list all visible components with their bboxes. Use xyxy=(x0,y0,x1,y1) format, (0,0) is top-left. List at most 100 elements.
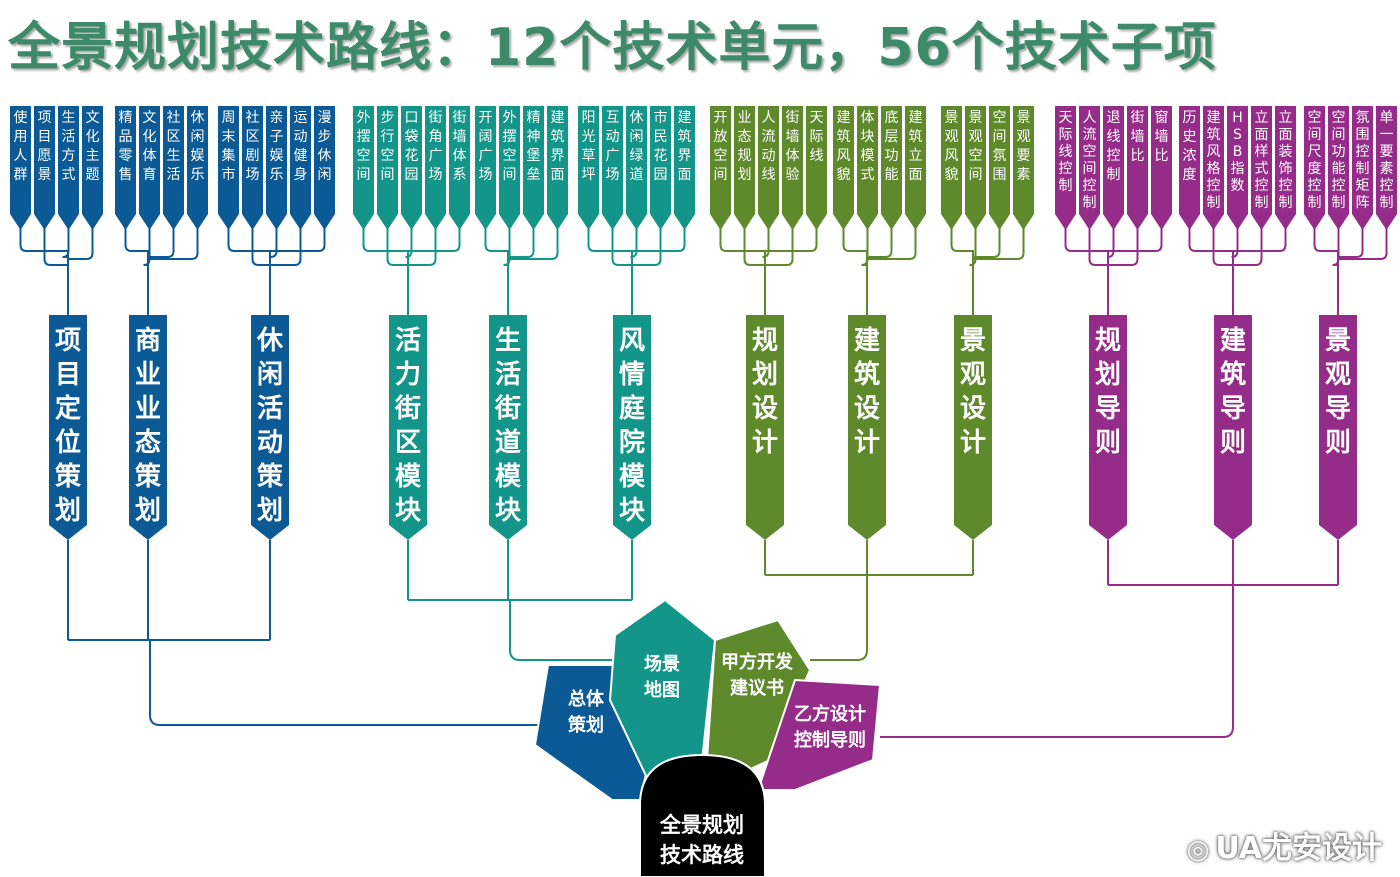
connector-line xyxy=(1233,228,1287,252)
subitem-label: 窗墙比 xyxy=(1155,109,1169,164)
subitem-cap: 立面样式控制 xyxy=(1251,106,1272,230)
unit-label: 规划导则 xyxy=(1095,326,1121,458)
subitem-label: 建筑风貌 xyxy=(837,110,851,183)
subitem-label: 人流动线 xyxy=(762,110,776,183)
subitem-label: 单一要素控制 xyxy=(1380,110,1394,211)
subitem-cap-shape xyxy=(578,106,599,230)
subitem-cap-shape xyxy=(782,106,803,230)
connector-line xyxy=(842,228,867,252)
subitem-cap: 天际线控制 xyxy=(1055,106,1076,230)
subitem-cap-shape xyxy=(806,106,827,230)
subitem-cap: 社区剧场 xyxy=(242,106,263,230)
subitem-cap-shape xyxy=(1251,106,1272,230)
subitem-cap-shape xyxy=(377,106,398,230)
connector-line xyxy=(1188,228,1233,252)
subitem-cap-shape xyxy=(449,106,470,230)
connector-line xyxy=(270,228,326,252)
subitem-label: 精品零售 xyxy=(119,110,133,183)
subitem-cap: 精神堡垒 xyxy=(523,106,544,230)
connector-lines xyxy=(19,228,1388,738)
subitem-cap: 景观风貌 xyxy=(941,106,962,230)
subitem-label: 体块模式 xyxy=(861,110,875,183)
subitem-cap: 人流动线 xyxy=(758,106,779,230)
watermark-text: UA尤安设计 xyxy=(1215,831,1382,866)
subitem-cap: 历史浓度 xyxy=(1179,106,1200,230)
subitem-label: 开阔广场 xyxy=(479,110,493,183)
subitem-cap-shape xyxy=(857,106,878,230)
petal-label: 场景地图 xyxy=(644,654,680,701)
subitem-cap-shape xyxy=(1203,106,1224,230)
center-hub-label: 全景规划技术路线 xyxy=(659,813,744,867)
subitem-label: 使用人群 xyxy=(14,109,28,183)
unit-bar xyxy=(49,315,87,540)
subitem-cap: 外摆空间 xyxy=(499,106,520,230)
subitem-cap-shape xyxy=(242,106,263,230)
unit-bar xyxy=(489,315,527,540)
subitem-cap: 空间尺度控制 xyxy=(1304,106,1325,230)
subitem-label: 街墙比 xyxy=(1131,110,1145,164)
connector-line xyxy=(765,228,818,252)
connector-line xyxy=(880,585,1234,738)
connector-line xyxy=(386,228,408,266)
subitem-cap-shape xyxy=(187,106,208,230)
connector-line xyxy=(251,228,270,266)
subitem-cap-shape xyxy=(115,106,136,230)
unit-bar xyxy=(129,315,167,540)
petal: 乙方设计控制导则 xyxy=(756,678,882,791)
watermark: ◎UA尤安设计 xyxy=(1187,823,1382,867)
subitem-cap-shape xyxy=(710,106,731,230)
connector-line xyxy=(950,228,973,252)
connector-line xyxy=(508,228,559,260)
subitem-cap-shape xyxy=(650,106,671,230)
subitem-cap: 开阔广场 xyxy=(475,106,496,230)
subitem-cap-shape xyxy=(1103,106,1124,230)
subitem-cap: 项目愿景 xyxy=(34,106,55,230)
connector-line xyxy=(1338,228,1364,258)
subitem-label: 漫步休闲 xyxy=(318,110,332,183)
subitem-cap-shape xyxy=(139,106,160,230)
center-hub-shape xyxy=(639,753,766,877)
subitem-cap: 建筑界面 xyxy=(547,106,568,230)
connector-line xyxy=(743,228,765,266)
subitem-label: 社区剧场 xyxy=(246,110,260,183)
subitem-cap: 口袋花园 xyxy=(401,106,422,230)
subitem-label: 建筑风格控制 xyxy=(1207,110,1221,211)
subitem-cap-shape xyxy=(58,106,79,230)
connector-line xyxy=(719,228,765,252)
subitem-cap-shape xyxy=(34,106,55,230)
subitem-cap: 建筑风貌 xyxy=(833,106,854,230)
subitem-label: 立面样式控制 xyxy=(1255,110,1269,211)
petal-shape xyxy=(756,678,882,791)
subitem-label: 社区生活 xyxy=(167,110,181,183)
subitem-cap-shape xyxy=(475,106,496,230)
subitem-cap-shape xyxy=(1376,106,1397,230)
subitem-cap-shape xyxy=(905,106,926,230)
subitem-cap: 街墙比 xyxy=(1127,106,1148,230)
connector-line xyxy=(810,575,868,661)
subitem-label: 外摆空间 xyxy=(503,110,517,183)
subitem-cap: 开放空间 xyxy=(710,106,731,230)
subitem-label: 休闲绿道 xyxy=(630,110,644,183)
petal: 场景地图 xyxy=(608,598,717,781)
unit-shapes: 使用人群项目愿景生活方式文化主题项目定位策划精品零售文化体育社区生活休闲娱乐商业… xyxy=(10,106,1397,540)
subitem-cap-shape xyxy=(626,106,647,230)
connector-line xyxy=(973,228,1025,260)
subitem-label: 阳光草坪 xyxy=(582,110,596,183)
unit-bar xyxy=(613,315,651,540)
subitem-label: 天际线控制 xyxy=(1059,110,1073,194)
unit-label: 活力街区模块 xyxy=(394,326,422,526)
subitem-cap: 漫步休闲 xyxy=(314,106,335,230)
connector-line xyxy=(1108,228,1139,266)
subitem-cap-shape xyxy=(82,106,103,230)
subitem-cap: 街墙体系 xyxy=(449,106,470,230)
unit-label: 休闲活动策划 xyxy=(256,326,284,526)
